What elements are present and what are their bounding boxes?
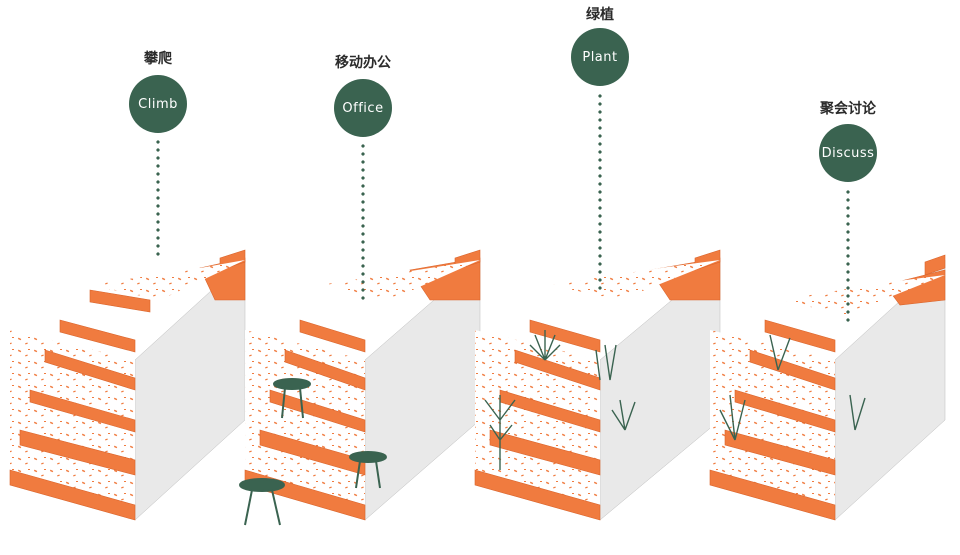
stair-block-plant	[474, 249, 721, 521]
label-zh-discuss: 聚会讨论	[820, 101, 876, 117]
stair-block-discuss	[709, 254, 946, 521]
bubble-label-climb: Climb	[138, 96, 178, 112]
stair-block-office	[239, 249, 481, 526]
dotted-leader-office	[361, 142, 365, 302]
bubble-label-discuss: Discuss	[821, 145, 875, 161]
stair-block-climb	[9, 249, 246, 521]
dotted-leader-climb	[156, 138, 160, 258]
dotted-leader-discuss	[846, 188, 850, 323]
bubble-office: Office	[334, 79, 392, 137]
label-zh-climb: 攀爬	[144, 51, 172, 67]
label-zh-plant: 绿植	[586, 7, 614, 23]
label-zh-office: 移动办公	[335, 55, 391, 71]
dotted-leader-plant	[598, 92, 602, 292]
bubble-discuss: Discuss	[819, 124, 877, 182]
bubble-label-office: Office	[342, 100, 384, 116]
bubble-label-plant: Plant	[582, 49, 618, 65]
bubble-plant: Plant	[571, 28, 629, 86]
bubble-climb: Climb	[129, 75, 187, 133]
